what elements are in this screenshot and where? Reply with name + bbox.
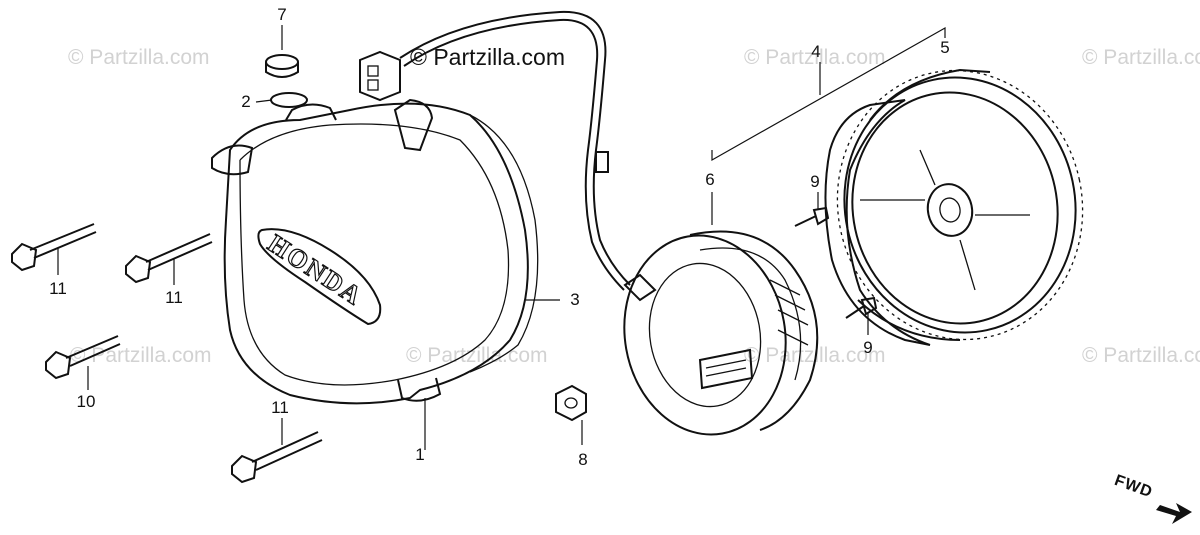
callout-8: 8	[578, 450, 588, 469]
callout-1: 1	[415, 445, 425, 464]
callout-2: 2	[241, 92, 251, 111]
flywheel-bolt	[794, 206, 830, 227]
callout-11: 11	[49, 279, 67, 298]
cover-bolt	[231, 431, 323, 484]
wire-connector	[359, 50, 401, 102]
watermark: © Partzilla.com	[68, 46, 210, 69]
stator-assembly	[623, 230, 819, 436]
cover-bolt	[45, 335, 121, 380]
oil-filler-plug	[265, 54, 299, 78]
callout-11: 11	[165, 288, 183, 307]
crankcase-cover: HONDA	[211, 98, 539, 405]
watermark: © Partzilla.com	[744, 46, 886, 69]
wire-harness	[359, 10, 631, 291]
leader-lines	[57, 25, 946, 450]
watermark: © Partzilla.com	[1082, 344, 1200, 367]
callout-3: 3	[570, 290, 580, 309]
forward-arrow-icon	[1156, 503, 1192, 524]
callout-10: 10	[76, 392, 96, 411]
callout-4: 4	[811, 42, 821, 61]
flange-nut	[555, 384, 587, 422]
watermark: © Partzilla.com	[744, 344, 886, 367]
callout-9: 9	[810, 172, 820, 191]
cover-bolt	[125, 233, 213, 284]
flywheel-bolt	[845, 296, 878, 319]
callout-7: 7	[277, 5, 287, 24]
callout-11: 11	[271, 398, 289, 417]
callout-9: 9	[863, 338, 873, 357]
callout-5: 5	[940, 38, 950, 57]
watermark: © Partzilla.com	[1082, 46, 1200, 69]
flywheel-rotor	[824, 68, 1084, 346]
o-ring	[270, 92, 308, 108]
callout-6: 6	[705, 170, 715, 189]
cover-bolt	[11, 223, 97, 272]
